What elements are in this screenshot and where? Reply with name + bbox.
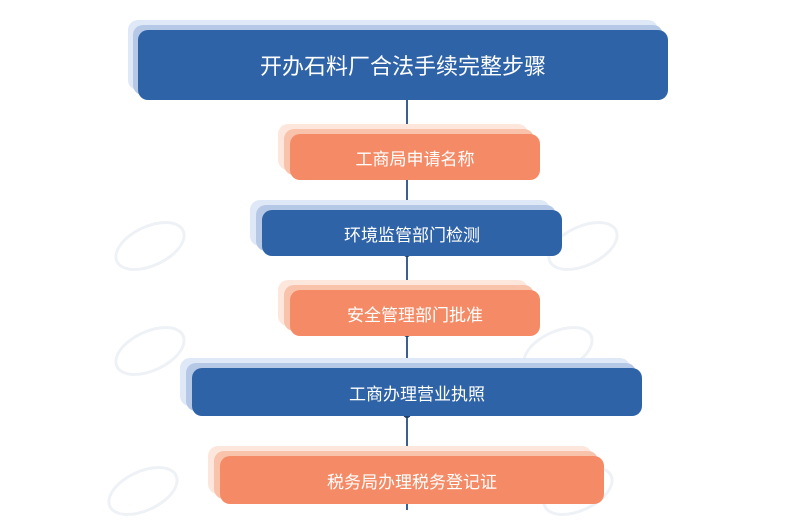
title-box: 开办石料厂合法手续完整步骤 [128,20,668,100]
step-5-label: 税务局办理税务登记证 [220,456,604,504]
step-5: 税务局办理税务登记证 [208,446,604,504]
watermark-logo [106,210,194,282]
step-1-label: 工商局申请名称 [290,134,540,180]
step-3: 安全管理部门批准 [278,280,540,336]
step-2-label: 环境监管部门检测 [262,210,562,256]
step-4: 工商办理营业执照 [180,358,642,416]
title-label: 开办石料厂合法手续完整步骤 [138,30,668,100]
step-1: 工商局申请名称 [278,124,540,180]
step-4-label: 工商办理营业执照 [192,368,642,416]
watermark-logo [99,455,187,527]
step-3-label: 安全管理部门批准 [290,290,540,336]
step-2: 环境监管部门检测 [250,200,562,256]
